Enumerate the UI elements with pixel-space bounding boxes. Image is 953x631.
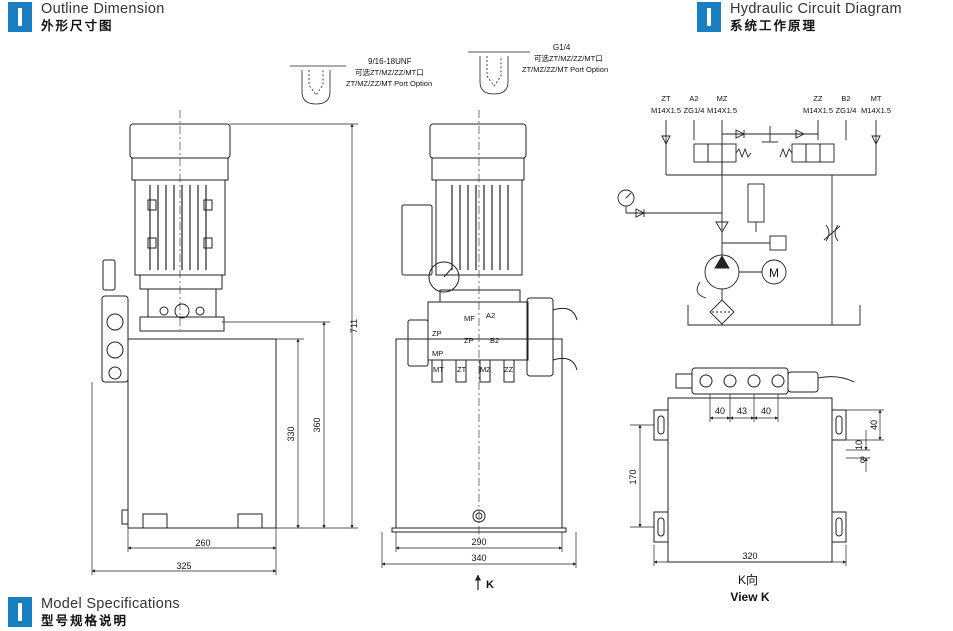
dim-170: 170 — [628, 469, 638, 484]
port-detail-left — [290, 65, 346, 105]
dim-320: 320 — [742, 551, 757, 561]
dim-711: 711 — [349, 319, 359, 333]
left-port-note-en: ZT/MZ/ZZ/MT Port Option — [346, 79, 432, 88]
model-specifications-header: Model Specifications 型号规格说明 — [8, 597, 180, 627]
dim-340: 340 — [471, 553, 486, 563]
motor-symbol — [761, 259, 787, 285]
view-k-en: View K — [730, 590, 769, 604]
model-title-en: Model Specifications — [41, 596, 180, 612]
dim-325: 325 — [176, 561, 191, 571]
right-port-thread: G1/4 — [553, 43, 571, 52]
dim-8: 8 — [860, 455, 865, 465]
circuit-b2-spec: ZG1/4 — [836, 106, 857, 115]
port-detail-right — [468, 51, 530, 95]
circuit-zt: ZT — [661, 94, 671, 103]
dim-40-b: 40 — [761, 406, 771, 416]
outline-dimension-header: Outline Dimension 外形尺寸图 — [8, 2, 165, 32]
hydraulic-circuit-header: Hydraulic Circuit Diagram 系统工作原理 — [697, 2, 902, 32]
pressure-gauge — [428, 261, 460, 293]
front-dimensions — [91, 123, 358, 575]
manifold-labels: MF A2 ZP ZP B2 MP MT ZT MZ ZZ — [432, 311, 514, 374]
dim-290: 290 — [471, 537, 486, 547]
circuit-mt: MT — [871, 94, 882, 103]
label-zt: ZT — [457, 365, 467, 374]
circuit-zz: ZZ — [813, 94, 823, 103]
circuit-a2: A2 — [689, 94, 698, 103]
view-k-dimensions — [630, 394, 884, 566]
circuit-mz-spec: M14X1.5 — [707, 106, 737, 115]
circuit-zz-spec: M14X1.5 — [803, 106, 833, 115]
side-view — [391, 110, 578, 540]
side-dimensions — [381, 532, 577, 590]
label-b2: B2 — [490, 336, 499, 345]
outline-title-en: Outline Dimension — [41, 1, 165, 17]
circuit-title-zh: 系统工作原理 — [730, 18, 818, 33]
dim-40-a: 40 — [715, 406, 725, 416]
circuit-title-en: Hydraulic Circuit Diagram — [730, 1, 902, 17]
section-marker-icon — [697, 2, 721, 32]
circuit-schematic — [617, 120, 881, 326]
model-title-zh: 型号规格说明 — [41, 613, 129, 628]
dim-260: 260 — [195, 538, 210, 548]
label-mp: MP — [432, 349, 443, 358]
pressure-gauge-side — [102, 259, 116, 291]
label-zz: ZZ — [504, 365, 514, 374]
circuit-a2-spec: ZG1/4 — [684, 106, 705, 115]
oil-tank — [127, 338, 277, 529]
outline-title-zh: 外形尺寸图 — [41, 18, 114, 33]
tank-top-outline — [667, 397, 833, 563]
circuit-port-labels: ZT M14X1.5 A2 ZG1/4 MZ M14X1.5 ZZ M14X1.… — [651, 94, 891, 115]
label-mt: MT — [433, 365, 444, 374]
circuit-motor-label: M — [769, 266, 779, 280]
label-mf: MF — [464, 314, 475, 323]
section-marker-icon — [8, 2, 32, 32]
dim-43: 43 — [737, 406, 747, 416]
circuit-mt-spec: M14X1.5 — [861, 106, 891, 115]
label-zp2: ZP — [464, 336, 474, 345]
motor-flange — [139, 274, 223, 290]
motor-fins — [149, 185, 207, 270]
label-zp: ZP — [432, 329, 442, 338]
left-port-note: 可选ZT/MZ/ZZ/MT口 — [355, 67, 424, 77]
label-a2: A2 — [486, 311, 495, 320]
valve-block — [147, 288, 217, 318]
solenoid-valve — [526, 297, 554, 377]
dim-330: 330 — [286, 426, 296, 441]
label-mz: MZ — [480, 365, 491, 374]
motor-fan-cover-side — [429, 123, 527, 159]
front-view — [101, 110, 277, 529]
circuit-b2: B2 — [841, 94, 850, 103]
circuit-mz: MZ — [717, 94, 728, 103]
dim-10: 10 — [854, 440, 864, 450]
terminal-box — [401, 204, 433, 276]
dim-360: 360 — [312, 417, 322, 432]
manifold-top — [691, 367, 789, 395]
side-valve-stack — [101, 295, 129, 383]
dim-40-right: 40 — [869, 420, 879, 430]
right-port-note-en: ZT/MZ/ZZ/MT Port Option — [522, 65, 608, 74]
view-k-cn: K向 — [738, 572, 758, 587]
right-port-note: 可选ZT/MZ/ZZ/MT口 — [534, 53, 603, 63]
circuit-zt-spec: M14X1.5 — [651, 106, 681, 115]
k-arrow-label: K — [486, 579, 494, 591]
left-port-thread: 9/16-18UNF — [368, 57, 412, 66]
section-marker-icon — [8, 597, 32, 627]
